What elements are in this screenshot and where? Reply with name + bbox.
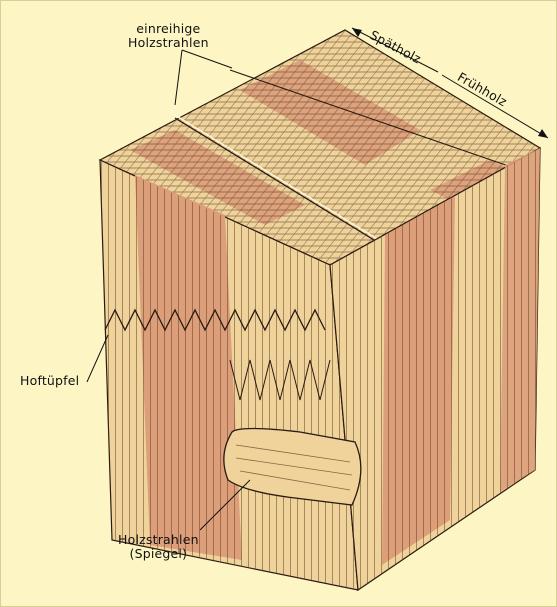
label-holzstrahlen-line2: (Spiegel): [118, 547, 199, 561]
label-einreihige-line2: Holzstrahlen: [128, 36, 209, 50]
pointer-einreihige: [182, 50, 232, 68]
label-einreihige-holzstrahlen: einreihige Holzstrahlen: [128, 22, 209, 50]
pointer-hoftuepfel: [87, 335, 108, 382]
label-einreihige-line1: einreihige: [128, 22, 209, 36]
label-hoftuepfel: Hoftüpfel: [20, 374, 79, 388]
label-holzstrahlen-spiegel: Holzstrahlen (Spiegel): [118, 533, 199, 561]
pointer-einreihige: [175, 50, 182, 105]
label-holzstrahlen-line1: Holzstrahlen: [118, 533, 199, 547]
